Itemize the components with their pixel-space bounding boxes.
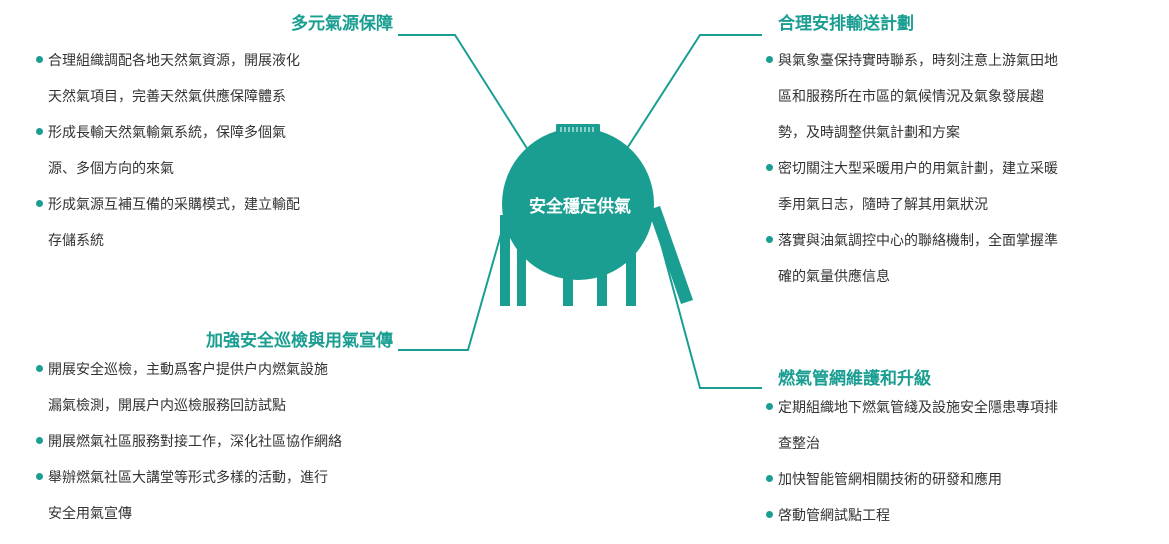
center-label: 安全穩定供氣 bbox=[529, 197, 631, 217]
bullet-text: 加快智能管網相關技術的研發和應用 bbox=[778, 472, 1002, 488]
tank-vent-marks bbox=[560, 127, 594, 132]
connector-top-right bbox=[625, 34, 762, 151]
bullet-continuation: 勢，及時調整供氣計劃和方案 bbox=[778, 125, 960, 141]
bullet-dot-icon bbox=[766, 474, 773, 482]
section-title: 燃氣管網維護和升級 bbox=[778, 369, 931, 389]
bullet-text: 形成長輸天然氣輸氣系統，保障多個氣 bbox=[48, 125, 286, 141]
gas-tank-icon bbox=[500, 124, 693, 306]
bullet-item: 開展安全巡檢，主動爲客户提供户内燃氣設施 bbox=[36, 360, 328, 380]
bullet-item: 落實與油氣調控中心的聯絡機制，全面掌握準 bbox=[766, 231, 1058, 251]
bullet-continuation: 查整治 bbox=[778, 436, 820, 452]
bullet-item: 舉辦燃氣社區大講堂等形式多樣的活動，進行 bbox=[36, 468, 328, 488]
connector-bottom-right bbox=[659, 239, 762, 389]
bullet-continuation: 安全用氣宣傳 bbox=[48, 506, 132, 522]
section-title: 合理安排輸送計劃 bbox=[778, 14, 914, 34]
bullet-text: 密切關注大型采暖用户的用氣計劃，建立采暖 bbox=[778, 161, 1058, 177]
bullet-continuation: 存儲系統 bbox=[48, 233, 104, 249]
bullet-dot-icon bbox=[766, 163, 773, 171]
bullet-item: 合理組織調配各地天然氣資源，開展液化 bbox=[36, 51, 300, 71]
connector-bottom-left bbox=[398, 219, 506, 351]
connector-top-left bbox=[398, 34, 529, 151]
bullet-text: 形成氣源互補互備的采購模式，建立輸配 bbox=[48, 197, 300, 213]
bullet-continuation: 確的氣量供應信息 bbox=[778, 269, 890, 285]
bullet-dot-icon bbox=[36, 55, 43, 63]
bullet-text: 落實與油氣調控中心的聯絡機制，全面掌握準 bbox=[778, 233, 1058, 249]
bullet-text: 舉辦燃氣社區大講堂等形式多樣的活動，進行 bbox=[48, 470, 328, 486]
bullet-item: 定期組織地下燃氣管綫及設施安全隱患專項排 bbox=[766, 398, 1058, 418]
bullet-continuation: 季用氣日志，隨時了解其用氣狀況 bbox=[778, 197, 988, 213]
bullet-dot-icon bbox=[36, 199, 43, 207]
bullet-item: 啓動管網試點工程 bbox=[766, 506, 890, 526]
bullet-continuation: 漏氣檢測，開展户内巡檢服務回訪試點 bbox=[48, 398, 286, 414]
bullet-item: 形成氣源互補互備的采購模式，建立輸配 bbox=[36, 195, 300, 215]
bullet-text: 與氣象臺保持實時聯系，時刻注意上游氣田地 bbox=[778, 53, 1058, 69]
bullet-dot-icon bbox=[766, 55, 773, 63]
bullet-dot-icon bbox=[36, 436, 43, 444]
bullet-dot-icon bbox=[36, 472, 43, 480]
section-title: 多元氣源保障 bbox=[291, 14, 393, 34]
bullet-item: 密切關注大型采暖用户的用氣計劃，建立采暖 bbox=[766, 159, 1058, 179]
bullet-text: 開展燃氣社區服務對接工作，深化社區協作網絡 bbox=[48, 434, 342, 450]
connector-lines bbox=[398, 34, 762, 389]
bullet-dot-icon bbox=[766, 510, 773, 518]
bullet-continuation: 區和服務所在市區的氣候情況及氣象發展趨 bbox=[778, 89, 1044, 105]
section-title: 加強安全巡檢與用氣宣傳 bbox=[206, 331, 393, 351]
bullet-text: 定期組織地下燃氣管綫及設施安全隱患專項排 bbox=[778, 400, 1058, 416]
bullet-continuation: 源、多個方向的來氣 bbox=[48, 161, 174, 177]
bullet-continuation: 天然氣項目，完善天然氣供應保障體系 bbox=[48, 89, 286, 105]
bullet-item: 開展燃氣社區服務對接工作，深化社區協作網絡 bbox=[36, 432, 342, 452]
bullet-text: 開展安全巡檢，主動爲客户提供户内燃氣設施 bbox=[48, 362, 328, 378]
bullet-item: 加快智能管網相關技術的研發和應用 bbox=[766, 470, 1002, 490]
bullet-item: 形成長輸天然氣輸氣系統，保障多個氣 bbox=[36, 123, 286, 143]
bullet-text: 啓動管網試點工程 bbox=[778, 508, 890, 524]
bullet-text: 合理組織調配各地天然氣資源，開展液化 bbox=[48, 53, 300, 69]
bullet-dot-icon bbox=[766, 402, 773, 410]
bullet-dot-icon bbox=[36, 364, 43, 372]
bullet-dot-icon bbox=[36, 127, 43, 135]
bullet-dot-icon bbox=[766, 235, 773, 243]
bullet-item: 與氣象臺保持實時聯系，時刻注意上游氣田地 bbox=[766, 51, 1058, 71]
